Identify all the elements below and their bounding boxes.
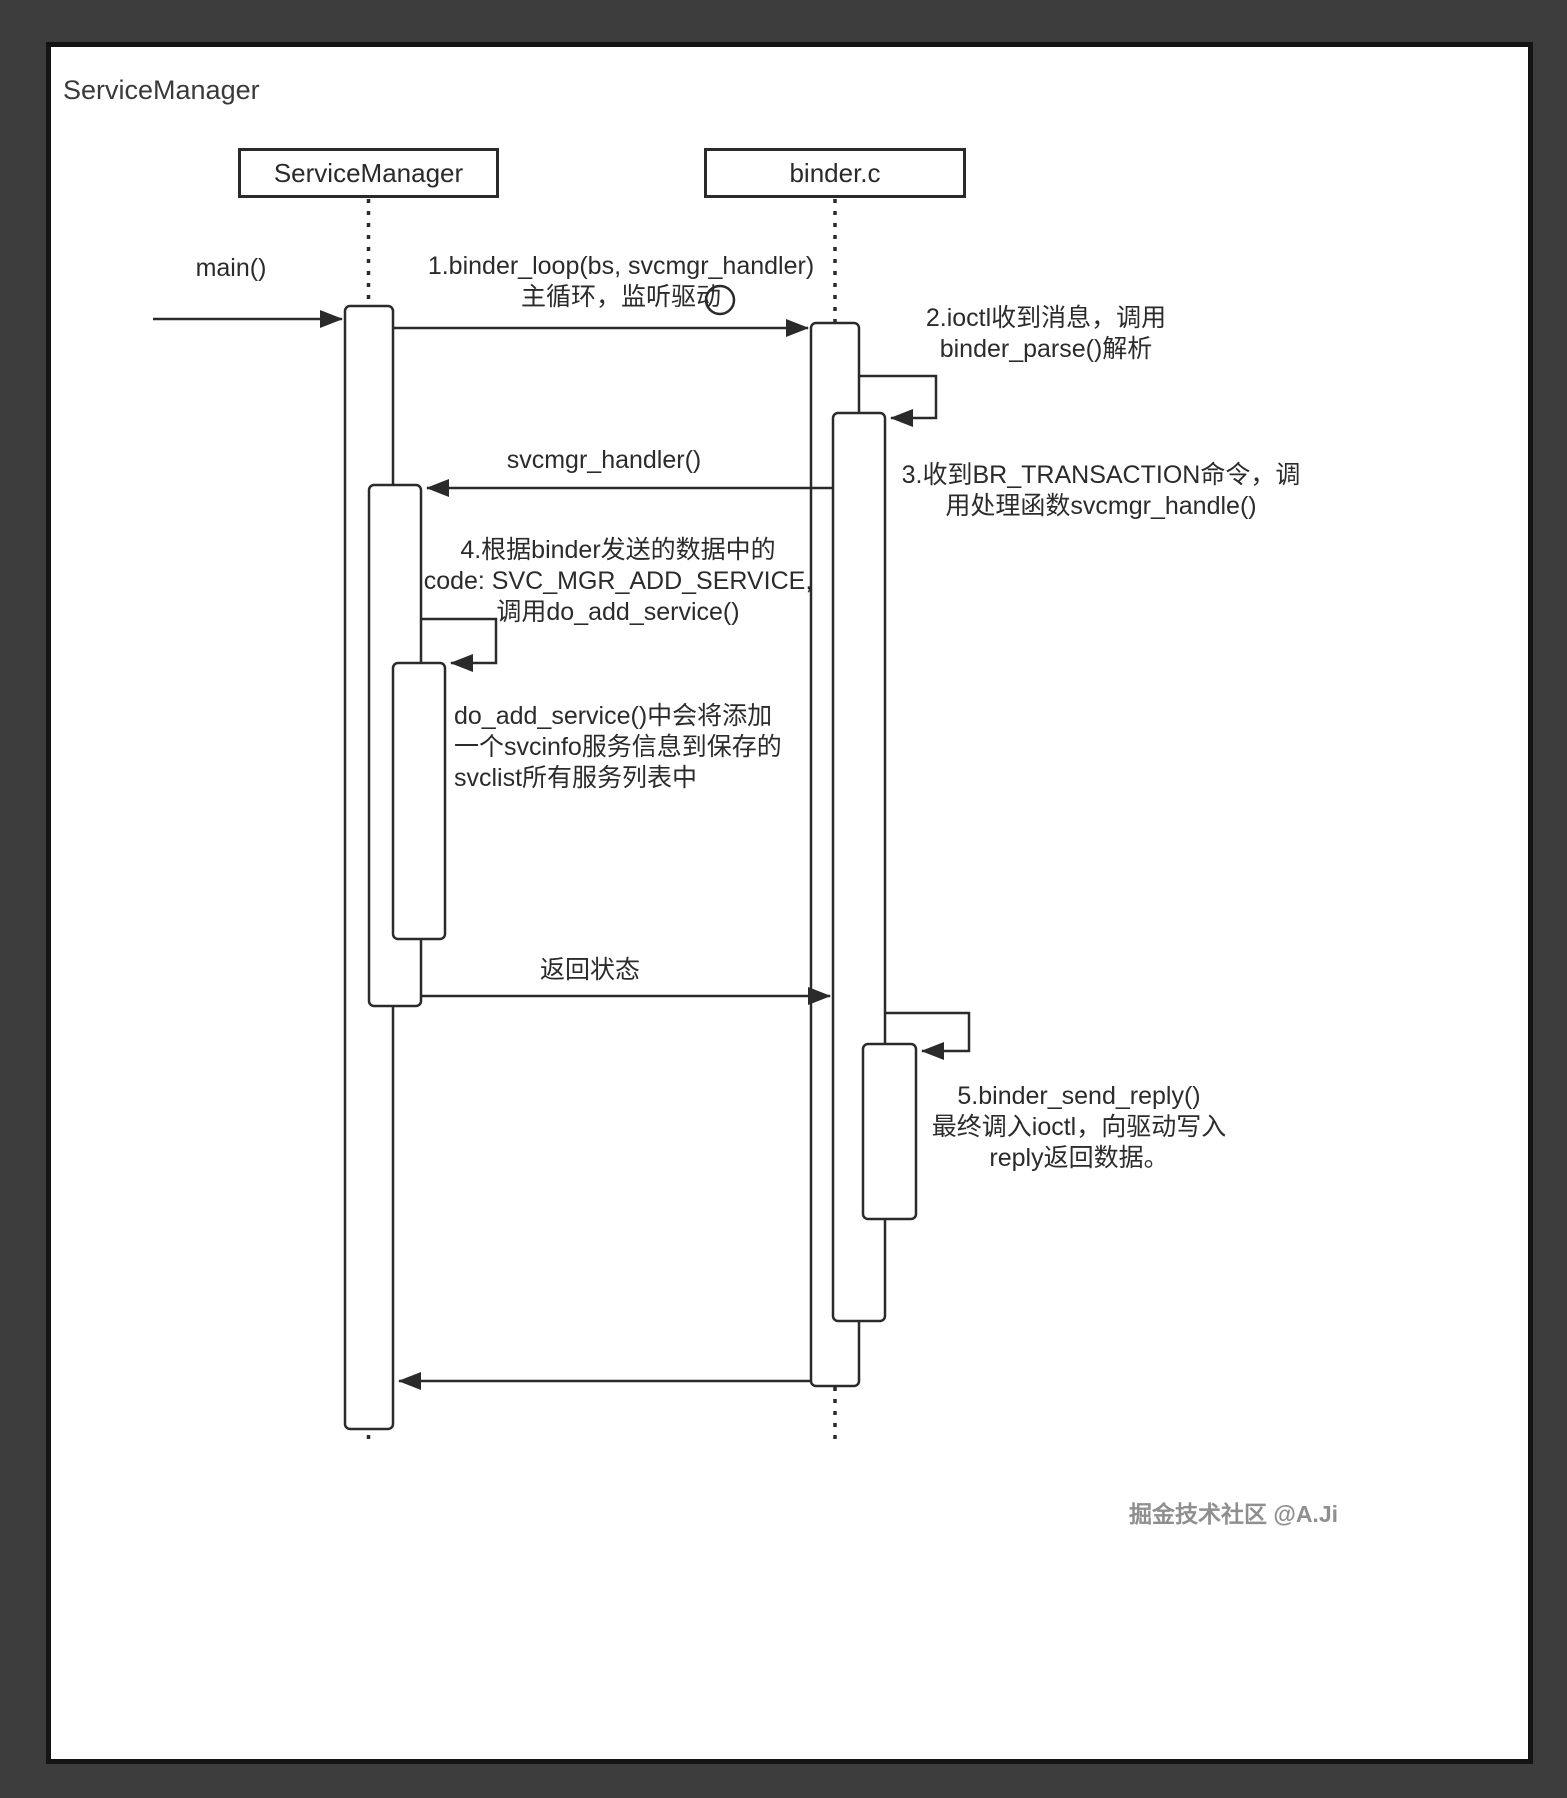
label-return-status: 返回状态 (539, 956, 640, 984)
label-step1: 1.binder_loop(bs, svcmgr_handler) 主循环，监听… (381, 251, 861, 313)
label-step4-line2: code: SVC_MGR_ADD_SERVICE, (423, 567, 813, 595)
label-step3-line2: 用处理函数svcmgr_handle() (945, 492, 1257, 520)
watermark: 掘金技术社区 @A.Ji (1129, 1501, 1338, 1527)
label-step5: 5.binder_send_reply() 最终调入ioctl，向驱动写入 re… (879, 1081, 1279, 1174)
page-title: ServiceManager (63, 75, 260, 105)
label-step4: 4.根据binder发送的数据中的 code: SVC_MGR_ADD_SERV… (378, 535, 858, 628)
participant-binder-label: binder.c (789, 157, 881, 188)
activation-servicemanager-inner (391, 661, 447, 941)
label-step5-line2: 最终调入ioctl，向驱动写入 (931, 1113, 1227, 1141)
sequence-diagram-shapes (153, 199, 971, 1447)
selfcall-binder-parse (859, 374, 938, 427)
participant-binder: binder.c (704, 148, 966, 198)
participant-servicemanager: ServiceManager (238, 148, 499, 198)
label-note-line2: 一个svcinfo服务信息到保存的 (454, 733, 782, 761)
label-do-add-service-note: do_add_service()中会将添加 一个svcinfo服务信息到保存的 … (454, 701, 884, 794)
label-note-line1: do_add_service()中会将添加 (454, 702, 773, 730)
label-step5-line3: reply返回数据。 (989, 1144, 1169, 1172)
label-step2-line1: 2.ioctl收到消息，调用 (925, 304, 1167, 332)
selfcall-do-add-service (421, 617, 498, 672)
label-step4-line3: 调用do_add_service() (496, 598, 740, 626)
participant-servicemanager-label: ServiceManager (273, 157, 464, 188)
label-step1-line1: 1.binder_loop(bs, svcmgr_handler) (427, 252, 815, 280)
label-step3: 3.收到BR_TRANSACTION命令，调 用处理函数svcmgr_handl… (871, 460, 1331, 522)
label-note-line3: svclist所有服务列表中 (454, 764, 698, 792)
label-step1-line2: 主循环，监听驱动 (520, 283, 721, 311)
label-step4-line1: 4.根据binder发送的数据中的 (460, 536, 776, 564)
label-step3-line1: 3.收到BR_TRANSACTION命令，调 (901, 461, 1301, 489)
label-main-call: main() (195, 254, 267, 282)
loop-circle-icon (704, 284, 736, 316)
label-step5-line1: 5.binder_send_reply() (957, 1082, 1201, 1110)
label-svcmgr-handler-call: svcmgr_handler() (506, 446, 702, 474)
selfcall-binder-send-reply (885, 1011, 971, 1060)
label-step2-line2: binder_parse()解析 (939, 335, 1153, 363)
activation-binder-inner (861, 1042, 918, 1221)
label-step2: 2.ioctl收到消息，调用 binder_parse()解析 (881, 303, 1211, 365)
diagram-canvas: ServiceManager (46, 42, 1533, 1764)
